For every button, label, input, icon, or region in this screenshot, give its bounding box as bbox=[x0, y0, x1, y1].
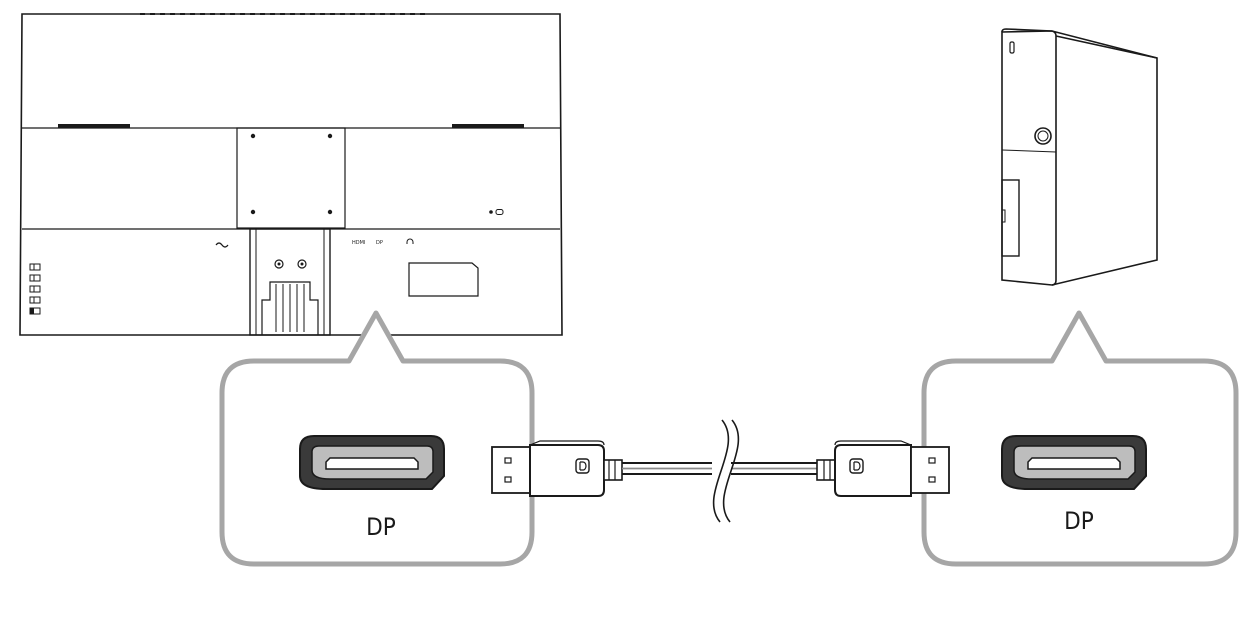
headphone-icon bbox=[406, 238, 414, 244]
monitor-rear: HDMI DP bbox=[19, 13, 563, 336]
right-vent-icon bbox=[452, 124, 524, 128]
vesa-mount-plate bbox=[236, 127, 346, 229]
left-vent-icon bbox=[58, 124, 130, 128]
cable-break-mark bbox=[712, 419, 730, 523]
displayport-logo-icon bbox=[849, 458, 864, 474]
stand-neck bbox=[249, 228, 331, 336]
displayport-cable bbox=[491, 419, 950, 523]
left-displayport-plug bbox=[491, 440, 623, 497]
monitor-port-label: DP bbox=[366, 513, 396, 541]
side-control-buttons bbox=[29, 263, 41, 315]
pc-tower bbox=[1001, 28, 1158, 286]
monitor-dp-port-label: DP bbox=[376, 240, 383, 246]
kensington-lock-icon bbox=[489, 209, 504, 215]
monitor-displayport-socket-icon bbox=[299, 435, 445, 490]
displayport-logo-icon bbox=[575, 458, 590, 474]
pc-port-label: DP bbox=[1064, 507, 1094, 535]
vesa-screw-holes bbox=[250, 133, 333, 215]
right-displayport-plug bbox=[816, 440, 950, 497]
pc-power-button-icon bbox=[1034, 127, 1052, 145]
pc-displayport-socket-icon bbox=[1001, 435, 1147, 490]
monitor-hdmi-port-label: HDMI bbox=[352, 240, 365, 246]
ac-power-icon bbox=[215, 242, 229, 248]
monitor-label-plate bbox=[408, 262, 479, 297]
pc-front-indicator bbox=[1009, 41, 1015, 54]
